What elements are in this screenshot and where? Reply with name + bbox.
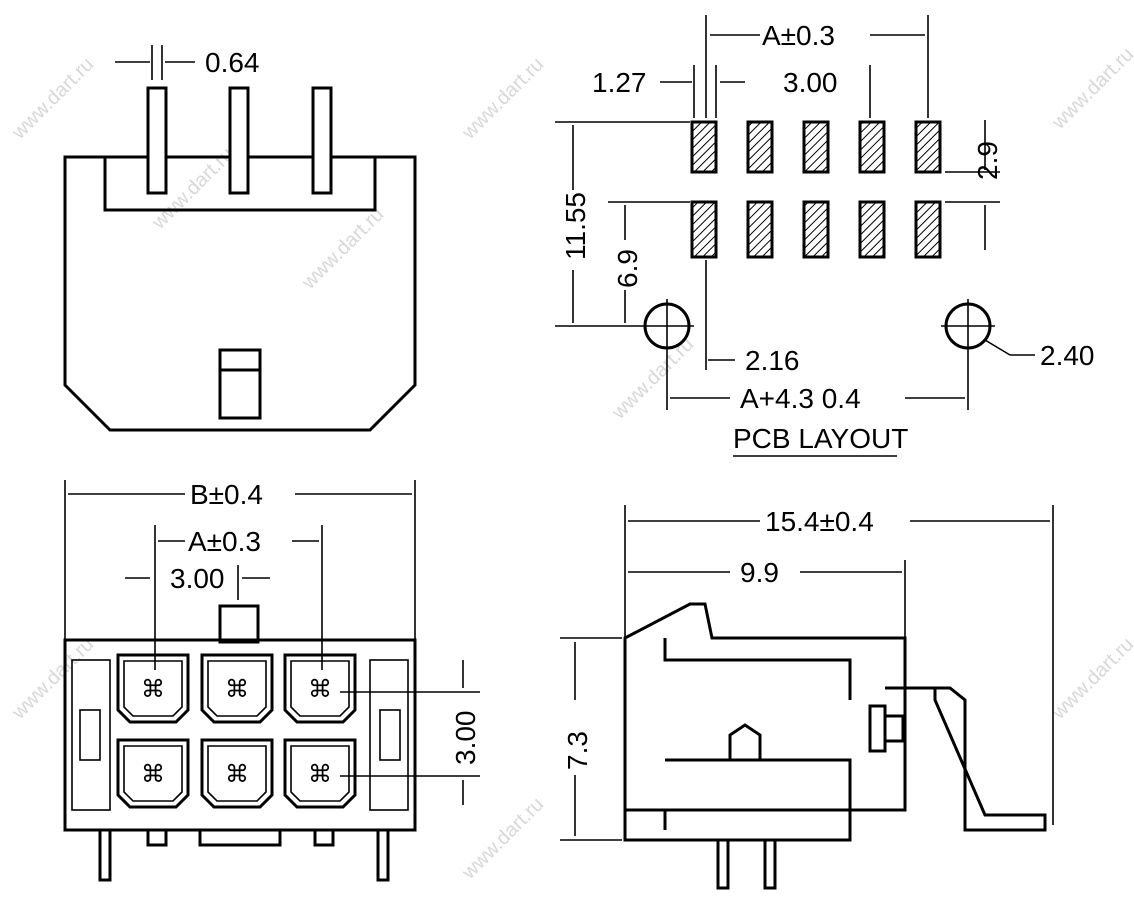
top-view: 0.64 xyxy=(63,45,417,432)
svg-text:www.dart.ru: www.dart.ru xyxy=(1047,43,1134,134)
pcb-pitch-label: 3.00 xyxy=(783,67,838,98)
height-total-label: 11.55 xyxy=(560,192,591,260)
svg-text:www.dart.ru: www.dart.ru xyxy=(457,53,548,144)
side-depth-label: 15.4±0.4 xyxy=(765,506,874,537)
svg-text:www.dart.ru: www.dart.ru xyxy=(1047,633,1134,724)
pin-width-label: 0.64 xyxy=(205,47,260,78)
front-pitch-label: 3.00 xyxy=(170,563,225,594)
height-row-label: 6.9 xyxy=(612,249,643,288)
svg-text:www.dart.ru: www.dart.ru xyxy=(607,333,698,424)
front-view: B±0.4 A±0.3 3.00 3.00 xyxy=(63,479,481,882)
front-span-label: A±0.3 xyxy=(188,526,261,557)
side-height-label: 7.3 xyxy=(562,731,593,770)
side-depth-inner-label: 9.9 xyxy=(740,557,779,588)
hole-span-label: A+4.3 0.4 xyxy=(740,383,861,414)
pad-offset-label: 2.16 xyxy=(745,345,800,376)
svg-text:www.dart.ru: www.dart.ru xyxy=(7,53,98,144)
pcb-layout: A±0.3 1.27 3.00 11.55 6.9 2.9 2.16 2.40 … xyxy=(555,15,1095,457)
svg-text:www.dart.ru: www.dart.ru xyxy=(457,793,548,884)
pcb-span-label: A±0.3 xyxy=(762,20,835,51)
svg-text:www.dart.ru: www.dart.ru xyxy=(297,203,388,294)
pcb-layout-title: PCB LAYOUT xyxy=(733,423,908,454)
pad-width-label: 1.27 xyxy=(592,67,647,98)
row-pitch-label: 2.9 xyxy=(972,141,1003,180)
side-view: 15.4±0.4 9.9 7.3 xyxy=(560,505,1054,890)
front-row-pitch-label: 3.00 xyxy=(450,711,481,766)
hole-diameter-label: 2.40 xyxy=(1040,340,1095,371)
front-width-label: B±0.4 xyxy=(190,479,263,510)
